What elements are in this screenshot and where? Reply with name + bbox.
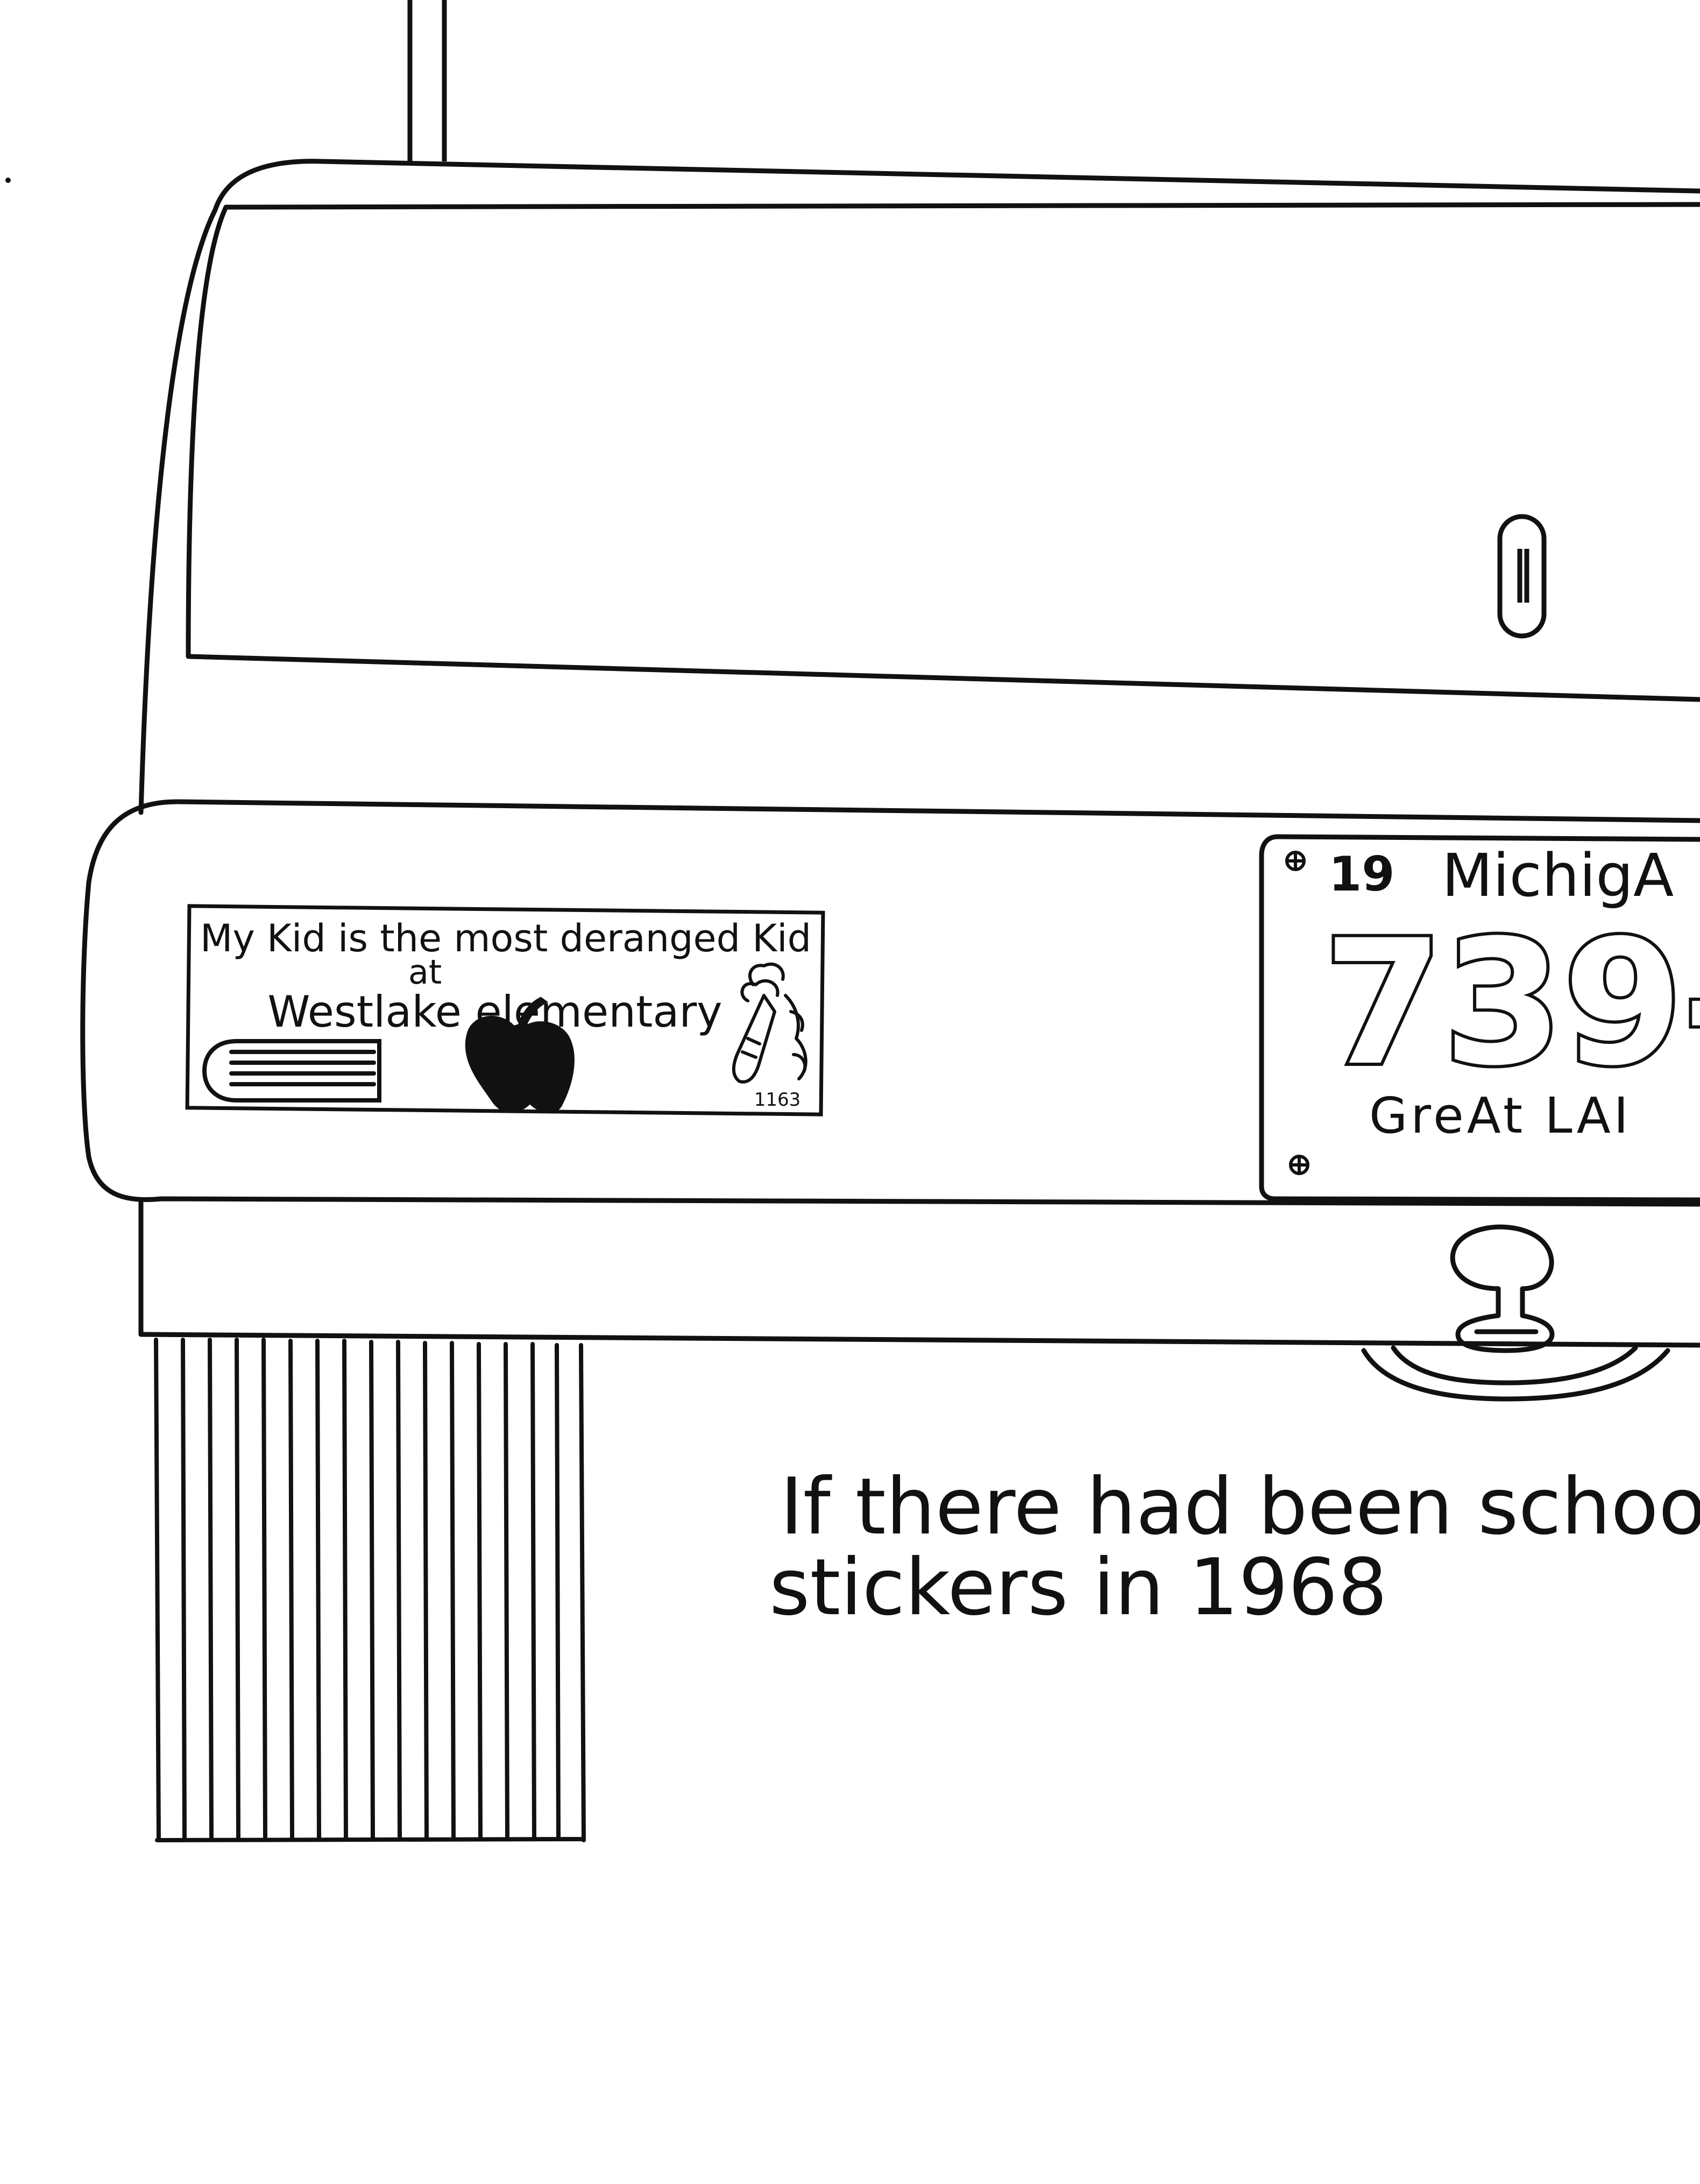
antenna xyxy=(407,0,447,161)
screw-icon xyxy=(1289,1155,1309,1175)
stripe-panel xyxy=(154,1338,586,1842)
caption: If there had been school stickers in 196… xyxy=(769,1461,1700,1633)
license-plate: 19 MichigA 739- GreAt LAI xyxy=(1259,834,1700,1203)
screw-icon xyxy=(1285,851,1306,871)
ink-dot xyxy=(5,178,11,183)
bumper-sticker: My Kid is the most deranged Kid at Westl… xyxy=(185,904,825,1116)
car-body xyxy=(138,159,1700,1348)
rear-bumper xyxy=(80,799,1700,1207)
sticker-line-2: at xyxy=(408,952,442,992)
plate-year: 19 xyxy=(1329,846,1394,902)
plate-number: 739- xyxy=(1323,903,1700,1104)
figure-doodle-icon xyxy=(732,962,808,1084)
apple-icon xyxy=(465,996,575,1113)
sticker-corner-number: 1163 xyxy=(754,1089,801,1111)
sticker-line-1: My Kid is the most deranged Kid xyxy=(200,916,811,960)
book-icon xyxy=(202,1039,381,1102)
keyhole-icon xyxy=(1497,514,1547,639)
caption-line-1: If there had been school xyxy=(780,1461,1700,1552)
plate-motto: GreAt LAI xyxy=(1369,1087,1632,1144)
plate-state: MichigA xyxy=(1442,841,1674,910)
caption-line-2: stickers in 1968 xyxy=(769,1542,1387,1633)
trailer-hitch-icon xyxy=(1361,1224,1670,1402)
